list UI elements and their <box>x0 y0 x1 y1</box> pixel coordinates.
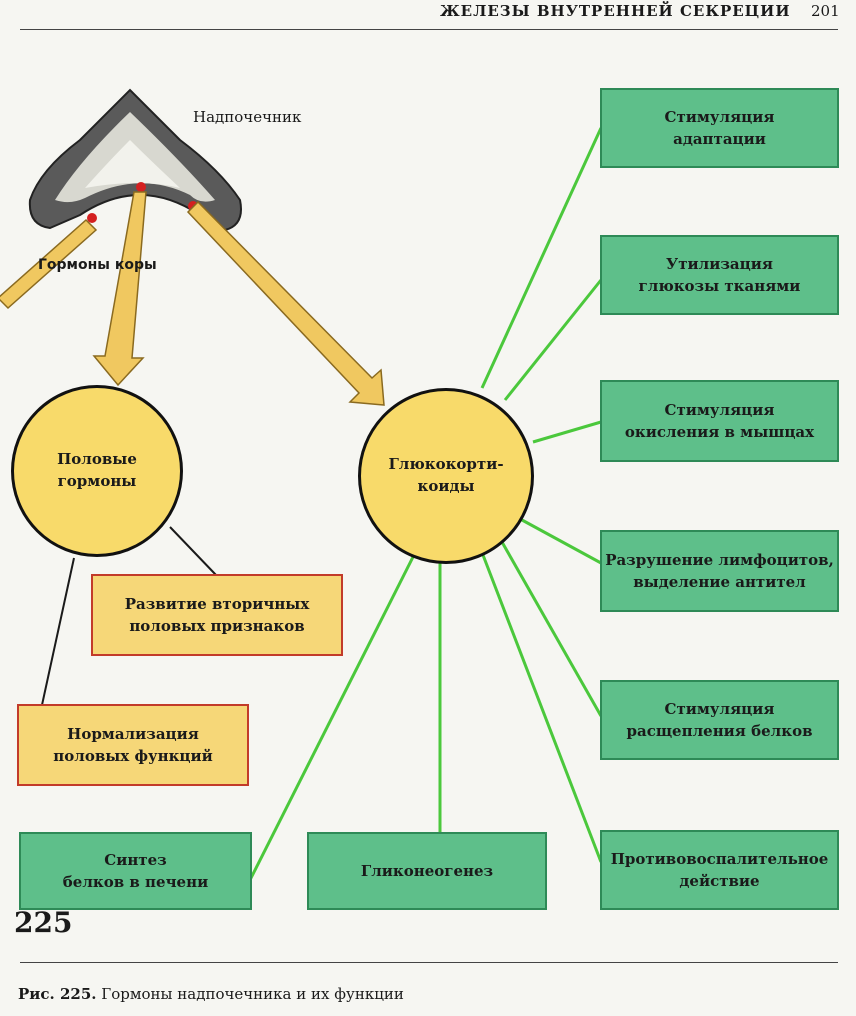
line-to-adaptation <box>480 127 603 389</box>
arrow-to-sex-hormones <box>92 191 147 387</box>
arrow-left-offpage <box>0 218 98 310</box>
anti-inflammatory-box: Противовоспалительное действие <box>600 830 839 910</box>
arrow-to-glucocorticoids <box>186 200 385 406</box>
protein-breakdown-box: Стимуляция расщепления белков <box>600 680 839 760</box>
cortex-point-left <box>87 213 97 223</box>
gland-label: Надпочечник <box>193 108 302 126</box>
caption-text: Гормоны надпочечника и их функции <box>101 985 404 1003</box>
figure-caption: Рис. 225. Гормоны надпочечника и их функ… <box>18 985 404 1003</box>
muscle-oxidation-box: Стимуляция окисления в мышцах <box>600 380 839 462</box>
adaptation-box: Стимуляция адаптации <box>600 88 839 168</box>
sex-function-normalization-box: Нормализация половых функций <box>17 704 249 786</box>
line-to-secondary <box>169 526 217 576</box>
line-to-oxidation <box>532 420 602 444</box>
line-to-liver-protein <box>248 554 416 881</box>
lymphocyte-destruction-box: Разрушение лимфоцитов, выделение антител <box>600 530 839 612</box>
figure-number: 225 <box>14 906 73 939</box>
glucose-utilization-box: Утилизация глюкозы тканями <box>600 235 839 315</box>
sex-hormones-circle: Половые гормоны <box>11 385 183 557</box>
line-to-lymphocytes <box>521 518 602 565</box>
line-to-normalization <box>41 557 75 706</box>
header-rule <box>20 29 838 30</box>
cortex-hormones-label: Гормоны коры <box>38 257 157 273</box>
line-to-anti-inflammatory <box>481 554 603 863</box>
glucocorticoids-circle: Глюкокорти- коиды <box>358 388 534 564</box>
line-to-protein-breakdown <box>500 541 603 717</box>
caption-rule <box>20 962 838 963</box>
liver-protein-synthesis-box: Синтез белков в печени <box>19 832 252 910</box>
caption-label: Рис. 225. <box>18 985 97 1003</box>
line-to-glucose <box>503 279 603 401</box>
header-page-number: 201 <box>811 2 840 20</box>
gluconeogenesis-box: Гликонеогенез <box>307 832 547 910</box>
cortex-point-center <box>136 182 146 192</box>
header-title: ЖЕЛЕЗЫ ВНУТРЕННЕЙ СЕКРЕЦИИ <box>440 2 791 20</box>
secondary-sex-traits-box: Развитие вторичных половых признаков <box>91 574 343 656</box>
